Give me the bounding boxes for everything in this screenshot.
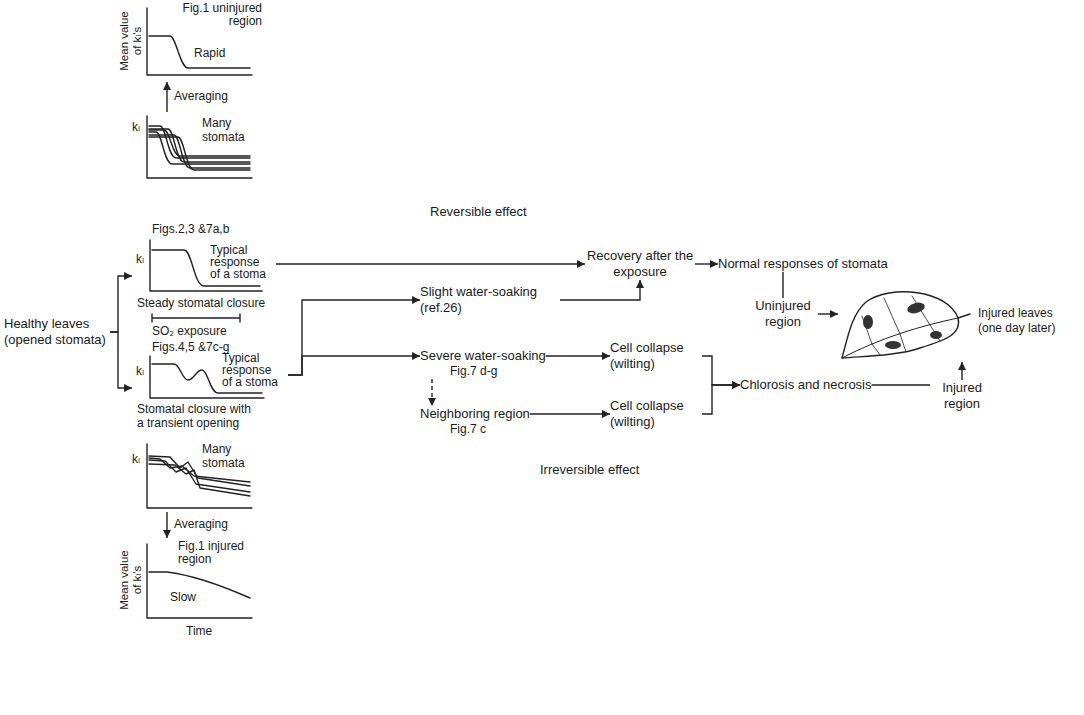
axis-label: kₗ	[136, 364, 144, 379]
graph-panel: kₗ Figs.2,3 &7a,bTypical response of a st…	[132, 222, 276, 312]
flow-arrow	[961, 362, 962, 380]
curve-label: Slow	[170, 590, 196, 605]
graph-axes	[147, 116, 252, 178]
figure-reference: Fig.1 injured region	[178, 540, 262, 566]
state-text: Cell collapse (wilting)	[610, 398, 702, 430]
figure-reference: Fig.7 c	[450, 422, 530, 437]
flow-arrow	[276, 263, 585, 264]
node-text: Chlorosis and necrosis	[740, 377, 872, 393]
graph-panel: kₗ Figs.4,5 &7c-gTypical response of a st…	[132, 340, 288, 432]
axis-label: kₗ	[132, 120, 140, 135]
curve-label: Many stomata	[202, 116, 260, 144]
region-label: Injured region	[930, 380, 994, 412]
node-text: Uninjured region	[748, 298, 818, 330]
state-text: Severe water-soakingFig.7 d-g	[420, 348, 546, 379]
figure-title: Injured leaves (one day later)	[978, 306, 1078, 336]
node-text: Recovery after the exposure	[585, 248, 695, 280]
leaf-petiole	[958, 314, 970, 318]
injured-spot	[863, 315, 873, 329]
node-text: Injured region	[930, 380, 994, 412]
flow-arrow	[288, 356, 420, 375]
flow-arrow	[110, 276, 132, 332]
leaf-veins	[862, 296, 940, 355]
node-text: Normal responses of stomata	[718, 256, 888, 272]
injured-spot	[906, 301, 926, 315]
flow-arrow	[110, 332, 132, 388]
flow-arrow	[695, 263, 718, 264]
flow-arrow	[872, 384, 930, 385]
state-text: Neighboring regionFig.7 c	[420, 406, 530, 437]
node-text: Slight water-soaking (ref.26)	[420, 284, 560, 316]
flow-arrow	[166, 512, 167, 538]
flow-arrow	[702, 385, 740, 414]
state-text: Healthy leaves (opened stomata)	[4, 316, 110, 348]
graph-panel: kₗ Many stomata	[118, 112, 262, 182]
node-text: Neighboring region	[420, 406, 530, 422]
injured-spot	[885, 341, 901, 349]
state-text: Cell collapse (wilting)	[610, 340, 702, 372]
state-text: Normal responses of stomata	[718, 256, 888, 272]
flow-arrow	[782, 272, 783, 298]
response-curve	[149, 36, 250, 68]
edge-label: Averaging	[174, 89, 228, 103]
edge-label: Averaging	[174, 517, 228, 531]
curve-label: Rapid	[194, 46, 225, 61]
axis-label: Mean value of kₗ's	[118, 8, 144, 74]
leaf-figure: Injured leaves (one day later)	[838, 286, 1080, 362]
figure-reference: Figs.4,5 &7c-g	[152, 340, 229, 355]
axis-label: Time	[186, 624, 212, 639]
figure-reference: Fig.7 d-g	[450, 364, 546, 379]
axis-label: kₗ	[132, 452, 140, 467]
curve-label: Typical response of a stoma	[222, 352, 284, 388]
graph-caption: Steady stomatal closure	[137, 296, 265, 311]
state-text: Chlorosis and necrosis	[740, 377, 872, 393]
graph-caption: Stomatal closure with a transient openin…	[137, 402, 257, 430]
effect-label: Irreversible effect	[540, 462, 639, 478]
flow-arrow	[560, 280, 640, 300]
curve-label: Many stomata	[202, 442, 260, 470]
injured-spot	[930, 331, 942, 339]
state-text: Slight water-soaking (ref.26)	[420, 284, 560, 316]
graph-panel: Mean value of kₗ's Fig.1 injured regionSl…	[118, 538, 262, 642]
flow-arrow	[530, 413, 610, 414]
axis-label: Mean value of kₗ's	[118, 547, 144, 613]
flow-arrow	[818, 313, 838, 314]
graph-panel: Mean value of kₗ's Fig.1 uninjured region…	[118, 2, 262, 82]
node-text: Healthy leaves (opened stomata)	[4, 316, 110, 348]
state-text: Recovery after the exposure	[585, 248, 695, 280]
region-label: Uninjured region	[748, 298, 818, 330]
dashed-arrow	[431, 379, 432, 406]
flow-arrow	[288, 300, 420, 375]
flow-arrow	[546, 355, 610, 356]
exposure-bar	[152, 314, 240, 322]
curve-label: Typical response of a stoma	[210, 244, 272, 280]
graph-panel: kₗ Many stomata	[118, 440, 262, 512]
node-text: Cell collapse (wilting)	[610, 398, 702, 430]
node-text: Cell collapse (wilting)	[610, 340, 702, 372]
flow-arrow	[166, 82, 167, 112]
flow-arrow	[702, 356, 740, 385]
figure-reference: Fig.1 uninjured region	[176, 2, 262, 28]
graph-axes	[147, 444, 252, 508]
axis-label: kₗ	[136, 252, 144, 267]
leaf-midrib	[842, 318, 958, 358]
leaf-outline	[842, 292, 959, 358]
response-curve	[149, 572, 250, 598]
figure-reference: Figs.2,3 &7a,b	[152, 222, 229, 237]
node-text: Severe water-soaking	[420, 348, 546, 364]
exposure-label: SO₂ exposure	[152, 323, 227, 339]
effect-label: Reversible effect	[430, 204, 527, 220]
